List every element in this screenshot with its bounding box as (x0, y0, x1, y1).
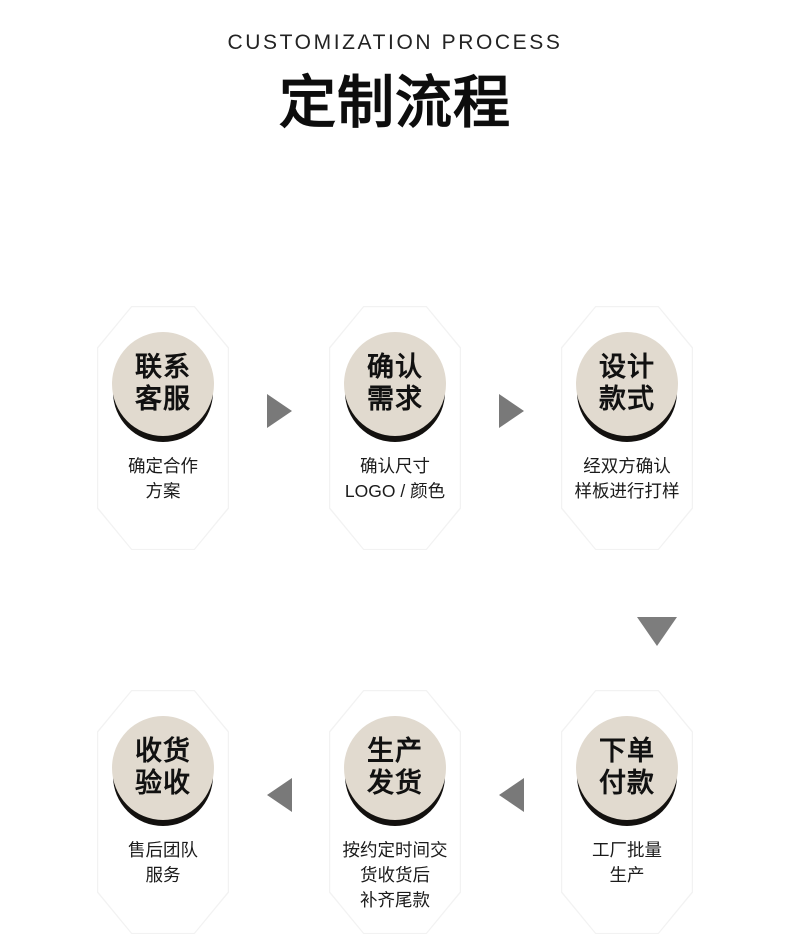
caption-line-4b: 生产 (609, 864, 645, 885)
caption-line-3b: 样板进行打样 (574, 480, 680, 501)
flow-row-bottom: 收货 验收 售后团队 服务 生产 发货 (0, 690, 790, 940)
caption-line-2b: LOGO / 颜色 (344, 480, 446, 501)
bubble-line-4a: 下单 (599, 736, 655, 767)
caption-line-6a: 售后团队 (128, 840, 198, 860)
step-bubble-6: 收货 验收 (109, 712, 217, 826)
bubble-circle-4: 下单 付款 (576, 716, 678, 820)
bubble-line-6b: 验收 (135, 768, 191, 798)
step-caption-4: 工厂批量 生产 (592, 838, 662, 888)
bubble-line-2a: 确认 (367, 352, 423, 383)
caption-line-6b: 服务 (145, 864, 181, 885)
caption-line-1b: 方案 (145, 480, 181, 501)
card-content-1: 联系 客服 确定合作 方案 (97, 306, 229, 504)
triangle-right-icon (266, 394, 292, 428)
bubble-line-6a: 收货 (135, 736, 191, 767)
flow-connector-3-4 (0, 617, 790, 646)
flow-step-card-6[interactable]: 收货 验收 售后团队 服务 (97, 690, 229, 934)
flow-connector-4-5 (461, 690, 561, 934)
flow-row-top: 联系 客服 确定合作 方案 确认 需求 (0, 306, 790, 556)
bubble-line-1a: 联系 (135, 352, 191, 383)
flow-connector-2-3 (461, 306, 561, 550)
step-bubble-1: 联系 客服 (109, 328, 217, 442)
flow-connector-5-6 (229, 690, 329, 934)
bubble-line-2b: 需求 (367, 384, 423, 414)
step-caption-6: 售后团队 服务 (128, 838, 198, 888)
card-content-6: 收货 验收 售后团队 服务 (97, 690, 229, 888)
card-content-3: 设计 款式 经双方确认 样板进行打样 (561, 306, 693, 504)
step-caption-3: 经双方确认 样板进行打样 (575, 454, 680, 504)
bubble-circle-1: 联系 客服 (112, 332, 214, 436)
step-caption-1: 确定合作 方案 (128, 454, 198, 504)
flow-step-card-4[interactable]: 下单 付款 工厂批量 生产 (561, 690, 693, 934)
eyebrow-text: CUSTOMIZATION PROCESS (227, 31, 563, 54)
bubble-line-3a: 设计 (599, 352, 655, 383)
caption-line-4a: 工厂批量 (592, 840, 662, 860)
card-content-2: 确认 需求 确认尺寸 LOGO / 颜色 (329, 306, 461, 504)
bubble-circle-6: 收货 验收 (112, 716, 214, 820)
step-caption-2: 确认尺寸 LOGO / 颜色 (345, 454, 445, 504)
bubble-line-5b: 发货 (367, 768, 423, 798)
page-header: CUSTOMIZATION PROCESS 定制流程 (0, 0, 790, 132)
step-bubble-4: 下单 付款 (573, 712, 681, 826)
step-bubble-5: 生产 发货 (341, 712, 449, 826)
caption-line-5b: 货收货后 (360, 864, 430, 885)
bubble-circle-2: 确认 需求 (344, 332, 446, 436)
triangle-left-icon (498, 778, 524, 812)
card-content-5: 生产 发货 按约定时间交 货收货后 补齐尾款 (329, 690, 461, 913)
flow-step-card-3[interactable]: 设计 款式 经双方确认 样板进行打样 (561, 306, 693, 550)
step-caption-5: 按约定时间交 货收货后 补齐尾款 (343, 838, 448, 913)
bubble-line-3b: 款式 (599, 384, 655, 414)
caption-line-5c: 补齐尾款 (360, 889, 430, 910)
triangle-right-icon (498, 394, 524, 428)
caption-line-3a: 经双方确认 (583, 456, 671, 476)
bubble-line-5a: 生产 (367, 736, 423, 767)
caption-line-5a: 按约定时间交 (342, 840, 448, 860)
triangle-down-icon (637, 617, 677, 646)
card-content-4: 下单 付款 工厂批量 生产 (561, 690, 693, 888)
flow-step-card-1[interactable]: 联系 客服 确定合作 方案 (97, 306, 229, 550)
bubble-circle-5: 生产 发货 (344, 716, 446, 820)
flow-step-card-2[interactable]: 确认 需求 确认尺寸 LOGO / 颜色 (329, 306, 461, 550)
triangle-left-icon (266, 778, 292, 812)
bubble-line-4b: 付款 (599, 768, 655, 798)
arrow-down-shift (637, 617, 677, 646)
bubble-circle-3: 设计 款式 (576, 332, 678, 436)
step-bubble-2: 确认 需求 (341, 328, 449, 442)
page-title: 定制流程 (279, 71, 511, 135)
caption-line-1a: 确定合作 (128, 456, 198, 476)
flow-connector-1-2 (229, 306, 329, 550)
bubble-line-1b: 客服 (135, 384, 191, 414)
step-bubble-3: 设计 款式 (573, 328, 681, 442)
caption-line-2a: 确认尺寸 (360, 456, 430, 476)
flow-step-card-5[interactable]: 生产 发货 按约定时间交 货收货后 补齐尾款 (329, 690, 461, 934)
